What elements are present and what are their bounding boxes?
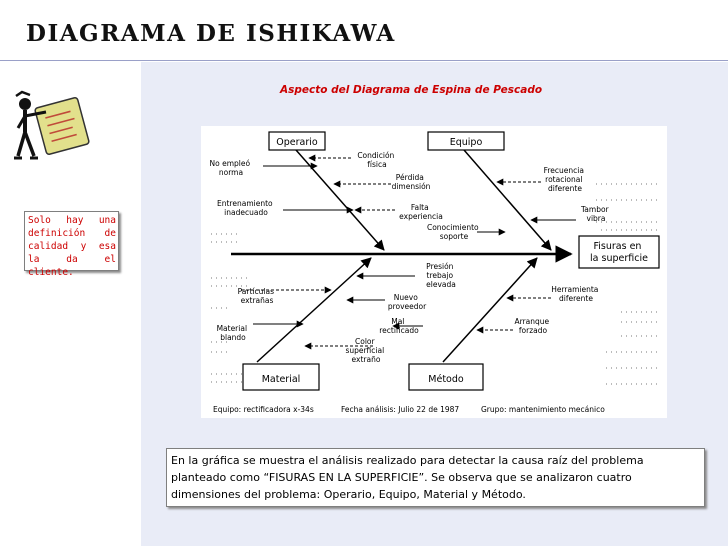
category-box-metodo [408,363,484,391]
cause-nuevo: Nuevo proveedor [388,293,427,311]
dotted-guides [211,183,661,385]
cause-frecuencia: Frecuencia rotacional diferente [544,166,587,193]
footer-equipo: Equipo: rectificadora x-34s [213,405,314,414]
category-box-material [242,363,320,391]
cause-line: extraño [352,355,381,364]
cause-line: Arranque [514,317,549,326]
cause-line: Frecuencia [544,166,584,175]
cause-herramienta: Herramienta diferente [551,285,601,303]
cause-line: Falta [411,203,429,212]
fishbone-diagram: Operario Equipo Material Método Fisuras … [201,126,667,418]
cause-line: vibra [587,214,606,223]
cause-material-blando: Material blando [217,324,250,342]
effect-label: Fisuras en la superficie [590,241,648,264]
cause-line: No empleó [210,159,251,168]
quality-note: Solo hay una definición de calidad y esa… [24,211,119,278]
quality-note-text: Solo hay una definición de calidad y esa… [28,215,116,278]
cause-line: Pérdida [396,173,424,182]
cause-line: Nuevo [394,293,418,302]
footer-grupo: Grupo: mantenimiento mecánico [481,405,605,414]
page-title: DIAGRAMA DE ISHIKAWA [26,20,396,47]
cause-line: extrañas [241,296,274,305]
cause-arranque: Arranque forzado [514,317,551,335]
cause-line: proveedor [388,302,427,311]
cause-no-empleo: No empleó norma [210,159,253,177]
cause-line: Herramienta [551,285,598,294]
cause-line: inadecuado [224,208,268,217]
cause-tambor: Tambor vibra [580,205,611,223]
cause-line: blando [220,333,246,342]
diagram-caption: En la gráfica se muestra el análisis rea… [166,448,705,507]
cause-line: Tambor [580,205,610,214]
cause-falta: Falta experiencia [399,203,443,221]
cause-line: diferente [559,294,593,303]
cause-line: Conocimiento [427,223,479,232]
diagram-subtitle: Aspecto del Diagrama de Espina de Pescad… [280,84,543,96]
cause-line: rotacional [545,175,582,184]
cause-line: trebajo [427,271,454,280]
cause-line: diferente [548,184,582,193]
cause-perdida: Pérdida dimensión [392,173,431,191]
title-divider [0,60,728,61]
bone-equipo [463,149,552,251]
cause-line: norma [219,168,243,177]
effect-line: Fisuras en [594,241,642,252]
cause-line: experiencia [399,212,443,221]
clipboard-figure-clipart [14,90,90,160]
cause-line: Material [217,324,247,333]
category-operario: Operario [276,137,318,148]
cause-line: soporte [440,232,469,241]
cause-conocimiento: Conocimiento soporte [427,223,481,241]
cause-line: física [367,160,386,169]
cause-line: Mal [391,317,404,326]
cause-line: superficial [345,346,384,355]
effect-box [578,235,660,269]
category-metodo: Método [428,374,464,385]
cause-particulas: Partículas extrañas [238,287,277,305]
cause-mal-rectificado: Mal rectificado [379,317,419,335]
cause-line: Color [355,337,375,346]
cause-line: elevada [426,280,456,289]
cause-line: dimensión [392,182,431,191]
footer-fecha: Fecha análisis: Julio 22 de 1987 [341,405,459,414]
category-box-operario [268,131,326,151]
category-material: Material [262,374,301,385]
cause-color: Color superficial extraño [345,337,386,364]
cause-line: Entrenamiento [217,199,273,208]
bone-operario [295,149,385,251]
cause-condicion: Condición física [357,151,396,169]
cause-entrenamiento: Entrenamiento inadecuado [217,199,275,217]
bone-metodo [442,257,538,363]
category-box-equipo [427,131,505,151]
cause-presion: Presión trebajo elevada [426,262,456,289]
bone-material [256,257,372,363]
cause-line: Partículas [238,287,274,296]
cause-line: forzado [519,326,548,335]
cause-line: Condición [357,151,394,160]
cause-line: Presión [426,262,454,271]
effect-line: la superficie [590,253,648,264]
left-band [0,0,141,546]
cause-line: rectificado [379,326,419,335]
category-equipo: Equipo [450,137,483,148]
